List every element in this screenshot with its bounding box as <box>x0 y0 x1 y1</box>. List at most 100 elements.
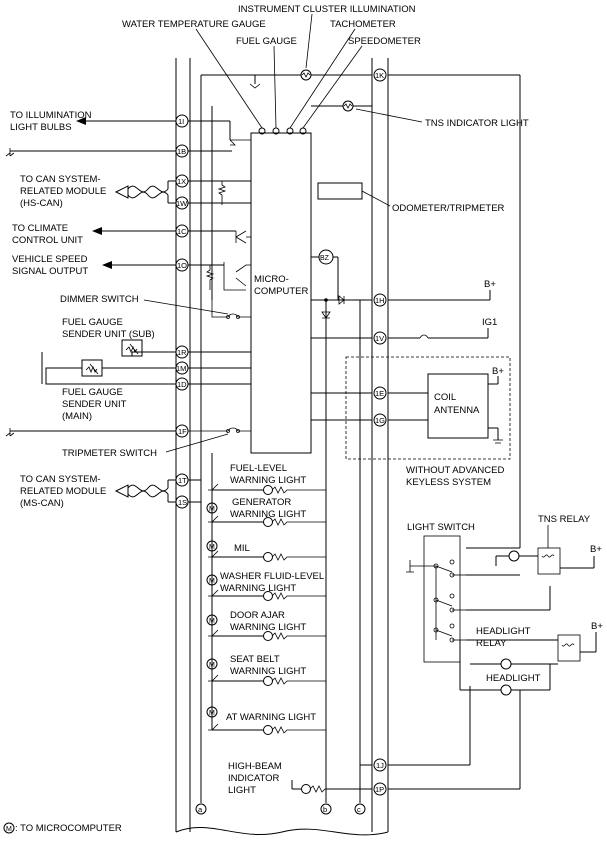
fuel-main-sender <box>81 359 103 377</box>
water-temperature-gauge-label: WATER TEMPERATURE GAUGE <box>122 19 266 30</box>
svg-text:BZ: BZ <box>320 255 330 262</box>
generator-warning: M GENERATOR WARNING LIGHT <box>206 497 326 527</box>
tns-indicator-light-label: TNS INDICATOR LIGHT <box>425 118 529 129</box>
fuel-main-label: FUEL GAUGE <box>62 387 123 398</box>
svg-text:1H: 1H <box>375 296 385 305</box>
to-can-hs-label-2: RELATED MODULE <box>20 186 106 197</box>
bus-b-terminal: b <box>320 803 332 815</box>
to-can-ms-label-2: RELATED MODULE <box>20 486 106 497</box>
svg-text:: TO MICROCOMPUTER: : TO MICROCOMPUTER <box>15 823 122 834</box>
tns-lamp-icon <box>508 550 520 562</box>
pin-1I: 1I <box>175 114 189 128</box>
pin-1G: 1G <box>373 413 387 427</box>
b-plus-antenna-label: B+ <box>492 366 504 377</box>
svg-text:1F: 1F <box>178 427 187 436</box>
svg-text:FUEL-LEVEL: FUEL-LEVEL <box>230 463 287 474</box>
vehicle-speed-label-2: SIGNAL OUTPUT <box>12 266 88 277</box>
svg-text:1V: 1V <box>375 334 384 343</box>
fuel-gauge-label: FUEL GAUGE <box>236 36 297 47</box>
svg-text:WARNING LIGHT: WARNING LIGHT <box>230 475 306 486</box>
bus-c-terminal: c <box>354 803 366 815</box>
tns-relay-box <box>537 547 561 575</box>
pin-1W: 1W <box>175 196 189 210</box>
svg-text:MIL: MIL <box>234 543 250 554</box>
speedometer-label: SPEEDOMETER <box>348 36 421 47</box>
instrument-cluster-illumination-label: INSTRUMENT CLUSTER ILLUMINATION <box>238 4 416 15</box>
high-beam-lamp-icon <box>301 784 311 794</box>
svg-text:1B: 1B <box>177 147 186 156</box>
without-keyless-label-2: KEYLESS SYSTEM <box>406 477 491 488</box>
high-beam-label: HIGH-BEAM <box>228 761 282 772</box>
pin-1C: 1C <box>175 224 189 238</box>
pin-1J: 1J <box>373 758 387 772</box>
svg-text:1K: 1K <box>375 71 384 80</box>
svg-text:WASHER FLUID-LEVEL: WASHER FLUID-LEVEL <box>220 571 324 582</box>
coil-antenna-box <box>427 373 489 439</box>
pin-1E: 1E <box>373 386 387 400</box>
tns-indicator-lamp-icon <box>342 100 354 112</box>
microcomputer-box <box>250 132 312 454</box>
pin-1D: 1D <box>175 377 189 391</box>
pin-1M: 1M <box>175 361 189 375</box>
ground-icon <box>5 148 176 157</box>
dimmer-switch-label: DIMMER SWITCH <box>60 294 139 305</box>
svg-text:c: c <box>357 805 361 814</box>
svg-text:1O: 1O <box>177 261 187 270</box>
svg-text:M: M <box>6 826 12 833</box>
high-beam-label-3: LIGHT <box>228 785 256 796</box>
b-plus-headlight-label: B+ <box>591 621 603 632</box>
headlight-relay-label-2: RELAY <box>476 638 507 649</box>
legend: M : TO MICROCOMPUTER <box>3 822 122 834</box>
pin-1H: 1H <box>373 293 387 307</box>
svg-text:1W: 1W <box>176 199 188 208</box>
without-keyless-label: WITHOUT ADVANCED <box>406 465 504 476</box>
to-can-ms-label: TO CAN SYSTEM- <box>20 474 101 485</box>
illumination-lamp-icon <box>300 69 312 81</box>
to-can-ms-label-3: (MS-CAN) <box>20 498 64 509</box>
at-warning: M AT WARNING LIGHT <box>206 706 326 735</box>
coil-antenna-label-2: ANTENNA <box>434 405 480 416</box>
svg-text:M: M <box>209 618 215 625</box>
svg-text:1S: 1S <box>178 498 187 507</box>
pin-1K: 1K <box>373 68 387 82</box>
svg-text:WARNING LIGHT: WARNING LIGHT <box>230 509 306 520</box>
instrument-cluster-outline <box>175 58 389 836</box>
vehicle-speed-label: VEHICLE SPEED <box>12 254 88 265</box>
svg-text:1I: 1I <box>178 117 184 126</box>
svg-text:1X: 1X <box>177 177 186 186</box>
svg-text:1T: 1T <box>178 476 187 485</box>
microcomputer-label-2: COMPUTER <box>254 286 309 297</box>
svg-text:b: b <box>323 805 327 814</box>
fuel-level-warning: FUEL-LEVEL WARNING LIGHT <box>208 463 326 495</box>
svg-text:1J: 1J <box>376 761 384 770</box>
odometer-tripmeter-label: ODOMETER/TRIPMETER <box>392 203 505 214</box>
svg-text:M: M <box>209 662 215 669</box>
pin-1P: 1P <box>373 782 387 796</box>
svg-text:WARNING LIGHT: WARNING LIGHT <box>220 583 296 594</box>
to-illumination-label-2: LIGHT BULBS <box>10 122 72 133</box>
svg-text:M: M <box>209 710 215 717</box>
lamp-icon <box>263 485 273 495</box>
pin-1X: 1X <box>175 174 189 188</box>
bus-a-terminal: a <box>195 803 207 815</box>
ig1-label: IG1 <box>482 317 497 328</box>
svg-text:1D: 1D <box>177 380 187 389</box>
svg-text:1E: 1E <box>375 389 384 398</box>
microcomputer-label: MICRO- <box>254 274 289 285</box>
light-switch-box <box>423 535 461 663</box>
light-switch-contacts <box>406 559 466 643</box>
svg-text:1R: 1R <box>177 348 187 357</box>
fuel-main-label-2: SENDER UNIT <box>62 399 127 410</box>
without-keyless-box <box>345 356 511 460</box>
svg-text:M: M <box>209 506 215 513</box>
svg-text:M: M <box>209 544 215 551</box>
fuel-main-label-3: (MAIN) <box>62 411 92 422</box>
fuel-sub-label-2: SENDER UNIT (SUB) <box>62 329 155 340</box>
headlight-lamp-icon <box>500 658 512 670</box>
svg-text:DOOR AJAR: DOOR AJAR <box>230 610 285 621</box>
to-illumination-label: TO ILLUMINATION <box>10 110 92 121</box>
tns-relay-label: TNS RELAY <box>538 514 591 525</box>
headlight-label: HEADLIGHT <box>486 673 541 684</box>
mil-warning: M MIL <box>206 540 326 562</box>
